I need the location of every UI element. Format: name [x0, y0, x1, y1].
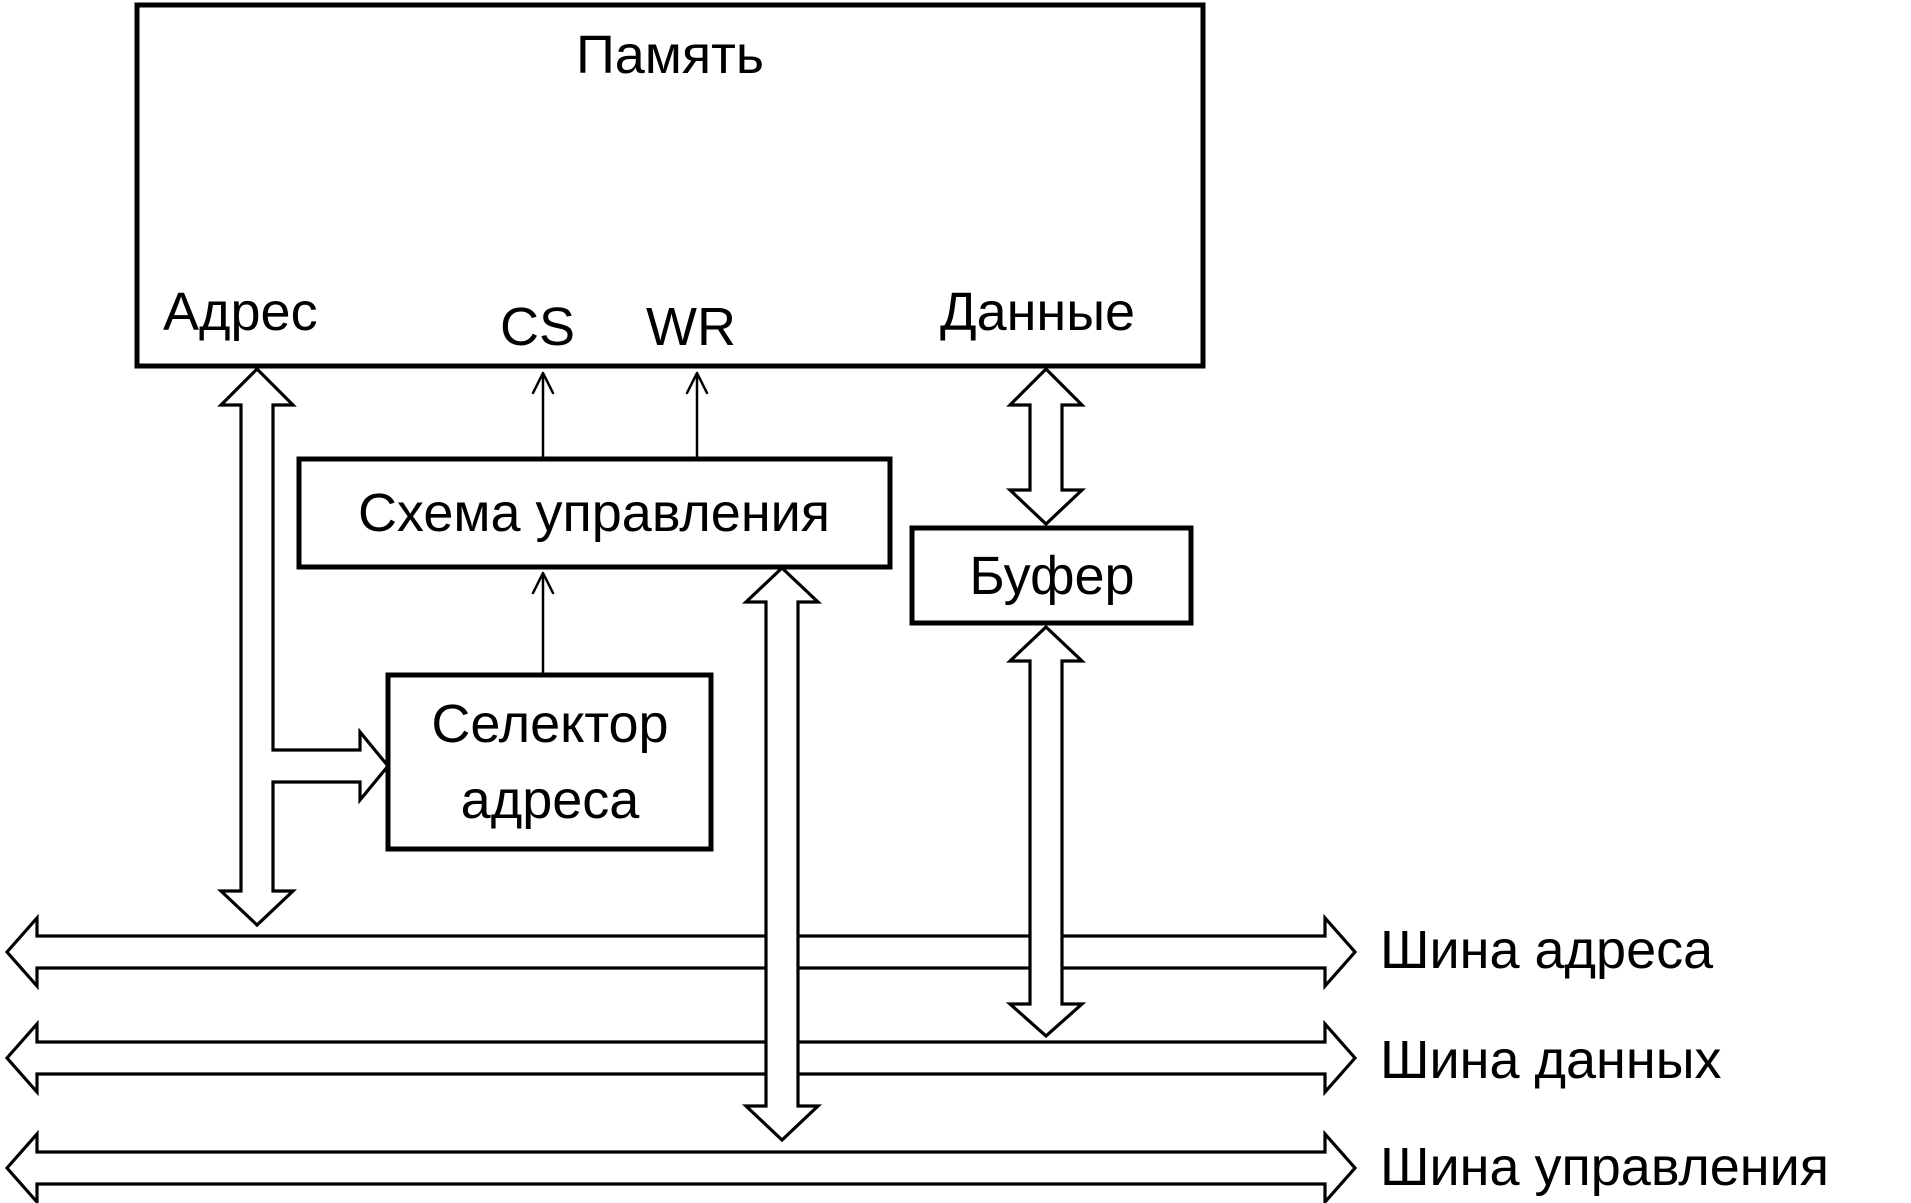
cs-signal-arrow [531, 371, 555, 459]
control-circuit-block [296, 456, 893, 570]
selector-to-control-arrow [531, 571, 555, 675]
address-selector-label-line1: Селектор [431, 694, 668, 754]
buffer-data-bus-arrow [1005, 624, 1087, 1039]
wr-signal-arrow [685, 371, 709, 459]
memory-cs-pin-label: CS [500, 297, 575, 357]
control-circuit-bus-arrow [741, 565, 823, 1143]
memory-data-pin-label: Данные [940, 282, 1135, 342]
buffer-block [909, 525, 1194, 626]
data-bus-label: Шина данных [1380, 1030, 1722, 1090]
memory-block [134, 2, 1206, 369]
control-bus-arrow [4, 1129, 1358, 1203]
memory-wr-pin-label: WR [646, 297, 736, 357]
buffer-label: Буфер [969, 546, 1134, 606]
memory-address-bus-arrow [216, 366, 391, 928]
memory-address-pin-label: Адрес [163, 282, 318, 342]
memory-title: Память [576, 25, 764, 85]
address-selector-block [385, 672, 714, 852]
control-bus-label: Шина управления [1380, 1137, 1829, 1197]
control-circuit-label: Схема управления [358, 483, 830, 543]
address-selector-label-line2: адреса [461, 770, 641, 830]
address-bus-arrow [4, 913, 1358, 991]
data-bus-arrow [4, 1019, 1358, 1097]
address-bus-label: Шина адреса [1380, 920, 1714, 980]
memory-buffer-data-arrow [1005, 366, 1087, 527]
